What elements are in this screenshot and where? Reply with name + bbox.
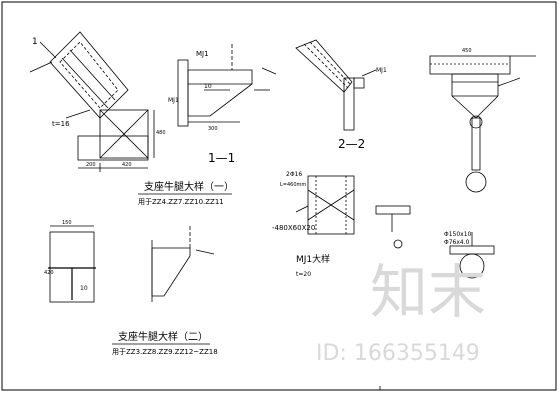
dim-420-label: 420: [122, 162, 132, 168]
pipe-detail-circle: [459, 253, 485, 279]
dim-150-label: 150: [62, 220, 72, 226]
rotated-bracket-outline: [49, 31, 129, 119]
mj1-tag-label-c: MJ1: [376, 67, 387, 74]
dim-480-label: 480: [156, 130, 166, 136]
detail-2-subtitle: 用于ZZ3.ZZ8.ZZ9.ZZ12~ZZ18: [112, 348, 218, 356]
mj1-plate-detail: [295, 175, 355, 235]
bearing-plate-2-2: [353, 77, 365, 89]
mj1-title: MJ1大样: [296, 253, 330, 265]
column-plate-2-2: [343, 77, 355, 131]
dim-420-vert-label: 420: [44, 270, 54, 276]
small-detail-plate: [375, 205, 411, 215]
lower-frame: [451, 73, 499, 119]
bracket-diagonal-1: [69, 49, 116, 101]
dim-10-label-2: 10: [80, 285, 88, 292]
support-elevation: [429, 55, 536, 193]
pipe-detail-plate: [449, 245, 495, 255]
column-plate-1-1: [177, 59, 189, 127]
mj1-tag-label-b: MJ1: [168, 97, 179, 104]
section-1-1-title: 1—1: [208, 151, 235, 165]
base-plate: [99, 109, 149, 159]
leader-1-1: [261, 67, 277, 75]
dim-10-label: 10: [204, 83, 212, 90]
bracket-detail-1: [29, 31, 155, 172]
detail-1-subtitle: 用于ZZ4.ZZ7.ZZ10.ZZ11: [138, 198, 224, 206]
mj1-leader: [295, 205, 309, 213]
top-beam: [429, 55, 511, 75]
leader-2-2: [361, 69, 377, 77]
leader-2: [195, 249, 215, 255]
mj1-diag-2: [307, 189, 355, 221]
hole-label: Φ150x10: [444, 231, 472, 238]
pipe-circle-top: [469, 115, 483, 129]
leader-corner: [39, 41, 57, 59]
mj1-plate: [307, 175, 355, 235]
detail-2-title: 支座牛腿大样（二）: [118, 330, 208, 343]
leader-t16: [65, 109, 91, 119]
small-details: [375, 205, 495, 279]
anchor-label: -480X60X20: [272, 224, 315, 232]
small-detail-marker: [393, 239, 403, 249]
detail-1-title: 支座牛腿大样（一）: [144, 180, 234, 193]
leader-right-elev: [497, 77, 521, 87]
plate-thickness-label: t=16: [52, 120, 70, 128]
mj1-thickness: t=20: [296, 271, 311, 278]
corner-mark-label: 1: [32, 37, 38, 47]
dim-300-label: 300: [208, 126, 218, 132]
plate-detail-2: [49, 231, 95, 303]
bracket-web-1-1: [187, 69, 253, 117]
watermark-logo: 知末: [370, 258, 486, 326]
section-2-2-title: 2—2: [338, 137, 365, 151]
pipe-circle-bottom: [465, 171, 487, 193]
hanger-rod: [471, 117, 481, 171]
leader-rot: [29, 61, 53, 73]
len-label: L=460mm: [280, 182, 306, 188]
rotated-bracket-inner: [59, 41, 119, 109]
inclined-rebar-1: [303, 43, 349, 89]
bracket-detail-2: [48, 225, 215, 303]
pipe-label: Φ76x4.0: [444, 239, 470, 246]
base-plate-cross-2: [99, 109, 149, 159]
dim-200-label: 200: [86, 162, 96, 168]
section-1-1-drawing: [177, 44, 277, 127]
bracket-diagonal-2: [61, 57, 109, 109]
section-2-2-drawing: [295, 39, 377, 131]
dim-450-label: 450: [462, 48, 472, 54]
mj1-tag-label-a: MJ1: [196, 50, 209, 58]
base-plate-lower: [77, 135, 149, 161]
watermark-id: ID: 166355149: [316, 341, 480, 366]
inclined-bracket-2-2: [295, 39, 353, 93]
rebar-label: 2Φ16: [286, 171, 302, 178]
elevation-web-2: [151, 247, 191, 297]
